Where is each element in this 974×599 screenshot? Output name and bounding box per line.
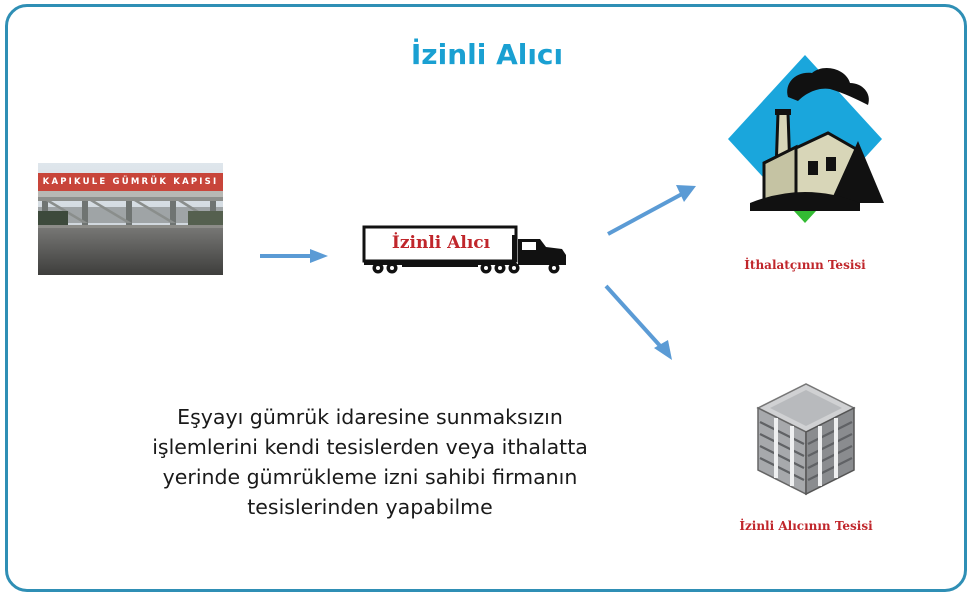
description-line: işlemlerini kendi tesislerden veya ithal…	[152, 435, 588, 459]
arrow-to-truck	[260, 249, 328, 263]
factory-icon	[728, 55, 884, 223]
building-icon	[756, 383, 856, 496]
slide-frame	[5, 4, 967, 592]
description-line: tesislerinden yapabilme	[247, 495, 493, 519]
arrow-to-importer-facility	[607, 185, 696, 236]
truck-label: İzinli Alıcı	[391, 233, 491, 253]
customs-gate-sign: KAPIKULE GÜMRÜK KAPISI	[38, 173, 223, 191]
description-text: Eşyayı gümrük idaresine sunmaksızın işle…	[130, 402, 610, 522]
description-line: yerinde gümrükleme izni sahibi firmanın	[162, 465, 578, 489]
description-line: Eşyayı gümrük idaresine sunmaksızın	[177, 405, 563, 429]
arrow-to-authorized-facility	[604, 284, 672, 360]
slide-title: İzinli Alıcı	[410, 38, 564, 71]
authorized-facility-label: İzinli Alıcının Tesisi	[739, 519, 873, 533]
importer-facility-label: İthalatçının Tesisi	[744, 258, 866, 272]
customs-gate-photo: KAPIKULE GÜMRÜK KAPISI	[38, 163, 223, 275]
truck-icon	[362, 225, 566, 274]
